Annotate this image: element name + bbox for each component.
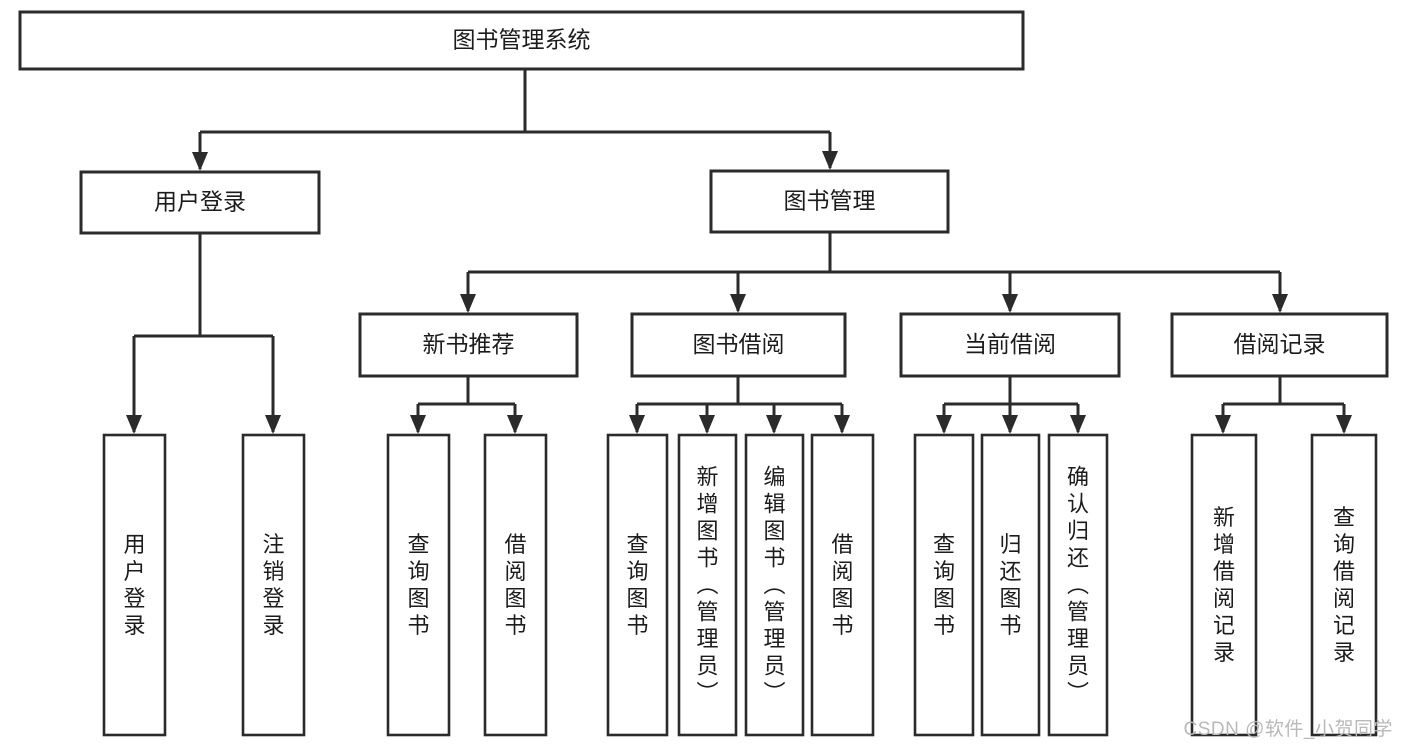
root-node-book-management-system[interactable]: 图书管理系统: [18, 10, 1025, 71]
leaf-node-12-label: 查询借阅记录: [1333, 505, 1355, 665]
leaf-node-3[interactable]: 借阅图书: [483, 433, 548, 737]
leaf-node-10-box: [1047, 433, 1109, 737]
leaf-node-9-label: 归还图书: [999, 532, 1021, 638]
leaf-node-9[interactable]: 归还图书: [980, 433, 1041, 737]
level3-node-2[interactable]: 当前借阅: [899, 312, 1121, 378]
leaf-node-6[interactable]: 编辑图书︵管理员︶: [744, 433, 805, 737]
leaf-node-0-box: [102, 433, 167, 737]
leaf-node-10[interactable]: 确认归还︵管理员︶: [1047, 433, 1109, 737]
level2-node-0-box: [79, 170, 321, 235]
leaf-node-3-box: [483, 433, 548, 737]
level2-node-0[interactable]: 用户登录: [79, 170, 321, 235]
connector-arrowhead: [1070, 415, 1086, 434]
leaf-node-11-label: 新增借阅记录: [1213, 505, 1235, 665]
level3-node-2-label: 当前借阅: [964, 331, 1056, 357]
leaf-node-11-box: [1190, 433, 1258, 737]
level3-node-0-box: [358, 312, 579, 378]
connector-arrowhead: [410, 415, 426, 434]
connector-arrowhead: [1002, 294, 1018, 313]
level3-node-1[interactable]: 图书借阅: [630, 312, 847, 378]
leaf-node-5[interactable]: 新增图书︵管理员︶: [677, 433, 738, 737]
root-node-book-management-system-box: [18, 10, 1025, 71]
level3-node-2-box: [899, 312, 1121, 378]
leaf-node-7[interactable]: 借阅图书: [810, 433, 875, 737]
level2-node-1-box: [709, 169, 950, 234]
leaf-node-1[interactable]: 注销登录: [241, 433, 306, 737]
level2-node-1[interactable]: 图书管理: [709, 169, 950, 234]
connector-arrowhead: [699, 415, 715, 434]
leaf-node-7-label: 借阅图书: [831, 532, 853, 638]
leaf-node-0[interactable]: 用户登录: [102, 433, 167, 737]
leaf-node-8-label: 查询图书: [933, 532, 955, 638]
level3-node-1-label: 图书借阅: [693, 331, 785, 357]
connector-arrowhead: [460, 294, 476, 313]
leaf-node-8[interactable]: 查询图书: [913, 433, 975, 737]
connector-arrowhead: [1215, 415, 1231, 434]
leaf-node-2[interactable]: 查询图书: [386, 433, 451, 737]
leaf-node-11[interactable]: 新增借阅记录: [1190, 433, 1258, 737]
level3-node-0-label: 新书推荐: [423, 331, 515, 357]
connector-arrowhead: [730, 294, 746, 313]
leaf-node-4-label: 查询图书: [626, 532, 648, 638]
leaf-node-7-box: [810, 433, 875, 737]
connector-arrowhead: [766, 415, 782, 434]
leaf-node-3-label: 借阅图书: [504, 532, 526, 638]
connector-arrowhead: [265, 415, 281, 434]
level3-node-1-box: [630, 312, 847, 378]
leaf-node-0-label: 用户登录: [123, 532, 145, 638]
connector-arrowhead: [629, 415, 645, 434]
leaf-node-12[interactable]: 查询借阅记录: [1310, 433, 1378, 737]
leaf-node-4[interactable]: 查询图书: [606, 433, 669, 737]
connector-arrowhead: [1272, 294, 1288, 313]
leaf-node-10-label: 确认归还︵管理员︶: [1067, 465, 1089, 706]
leaf-node-4-box: [606, 433, 669, 737]
connector-arrowhead: [1336, 415, 1352, 434]
connector-layer: [126, 69, 1352, 434]
connector-arrowhead: [192, 152, 208, 171]
connector-arrowhead: [822, 151, 838, 170]
leaf-node-8-box: [913, 433, 975, 737]
leaf-node-2-box: [386, 433, 451, 737]
level3-node-3[interactable]: 借阅记录: [1170, 312, 1389, 378]
root-node-book-management-system-label: 图书管理系统: [453, 27, 591, 53]
leaf-node-2-label: 查询图书: [407, 532, 429, 638]
level3-node-3-box: [1170, 312, 1389, 378]
level3-node-0[interactable]: 新书推荐: [358, 312, 579, 378]
level2-node-1-label: 图书管理: [784, 188, 876, 214]
leaf-node-6-box: [744, 433, 805, 737]
leaf-node-5-box: [677, 433, 738, 737]
leaf-node-5-label: 新增图书︵管理员︶: [696, 465, 718, 706]
connector-arrowhead: [126, 415, 142, 434]
leaf-node-1-box: [241, 433, 306, 737]
level2-node-0-label: 用户登录: [154, 189, 246, 215]
leaf-node-12-box: [1310, 433, 1378, 737]
leaf-node-9-box: [980, 433, 1041, 737]
leaf-node-1-label: 注销登录: [262, 532, 284, 638]
node-layer: 图书管理系统用户登录图书管理新书推荐图书借阅当前借阅借阅记录用户登录注销登录查询…: [18, 10, 1389, 737]
leaf-node-6-label: 编辑图书︵管理员︶: [763, 465, 785, 706]
connector-arrowhead: [1002, 415, 1018, 434]
connector-arrowhead: [834, 415, 850, 434]
connector-arrowhead: [507, 415, 523, 434]
level3-node-3-label: 借阅记录: [1234, 331, 1326, 357]
connector-arrowhead: [936, 415, 952, 434]
